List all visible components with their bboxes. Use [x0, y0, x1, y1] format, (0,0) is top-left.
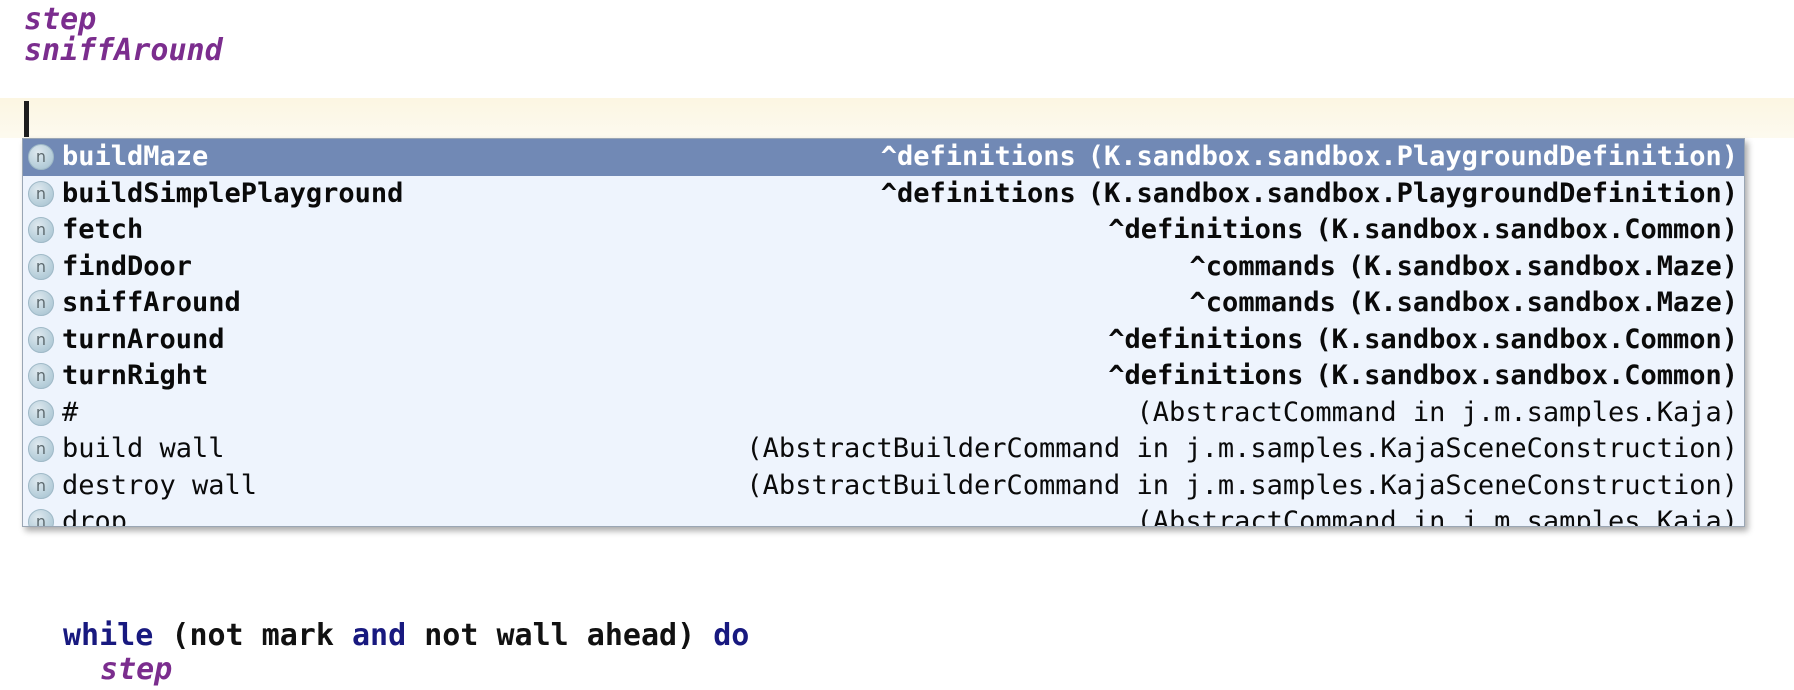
code-below-1-token-0: step — [100, 652, 173, 687]
completion-item-owner: (K.sandbox.sandbox.Common) — [1315, 214, 1738, 245]
method-icon: n — [28, 399, 54, 426]
method-icon: n — [28, 290, 54, 317]
text-caret — [24, 101, 29, 137]
method-icon: n — [28, 326, 54, 353]
completion-item-owner: (AbstractCommand in j.m.samples.Kaja) — [1136, 506, 1738, 527]
completion-item-owner: (K.sandbox.sandbox.Maze) — [1347, 287, 1738, 318]
completion-item-name: # — [62, 396, 79, 428]
completion-item-scope: ^definitions — [1108, 323, 1304, 355]
completion-item-owner: (K.sandbox.sandbox.Common) — [1315, 360, 1738, 391]
completion-item-scope: ^definitions — [880, 141, 1076, 172]
code-below-0-token-0: while — [63, 618, 154, 653]
code-below-0-token-4: and — [352, 618, 407, 653]
completion-item[interactable]: n buildMaze ^definitions (K.sandbox.sandbox… — [23, 139, 1744, 176]
method-icon: n — [28, 217, 54, 244]
method-icon: n — [28, 180, 54, 207]
completion-item-name: turnRight — [62, 360, 209, 391]
completion-item[interactable]: n destroy wall (AbstractBuilderCommand in … — [23, 468, 1744, 505]
method-icon: n — [28, 436, 54, 463]
completion-item-owner: (K.sandbox.sandbox.Maze) — [1347, 250, 1738, 282]
code-below-0-token-2: not mark — [189, 618, 334, 653]
completion-popup[interactable]: n buildMaze ^definitions (K.sandbox.sandbox… — [22, 138, 1745, 527]
completion-item-name: drop — [62, 506, 128, 527]
method-icon: n — [28, 472, 54, 499]
completion-item-name: sniffAround — [62, 287, 241, 318]
code-below-0-token-5 — [406, 618, 424, 653]
completion-item[interactable]: n findDoor ^commands (K.sandbox.sandbox.Maz… — [23, 249, 1744, 286]
method-icon: n — [28, 509, 54, 526]
code-below-0-token-7: ) — [677, 618, 714, 653]
completion-item-name: destroy wall — [62, 469, 258, 501]
completion-item-name: buildMaze — [62, 141, 209, 172]
code-above-1-token-0: sniffAround — [24, 33, 223, 68]
code-line-step-body: step — [100, 652, 172, 687]
completion-item-name: turnAround — [62, 323, 225, 355]
current-line-highlight — [0, 98, 1794, 138]
completion-item-scope: ^commands — [1189, 250, 1336, 282]
completion-item-owner: (AbstractBuilderCommand in j.m.samples.K… — [746, 469, 1738, 501]
completion-item-name: buildSimplePlayground — [62, 177, 404, 209]
completion-item-scope: ^commands — [1189, 287, 1336, 318]
method-icon: n — [28, 363, 54, 390]
completion-item[interactable]: n sniffAround ^commands (K.sandbox.sandbox.… — [23, 285, 1744, 322]
code-line-sniffaround: sniffAround — [24, 33, 223, 68]
code-line-step: step — [24, 2, 96, 37]
completion-item-scope: ^definitions — [880, 177, 1076, 209]
completion-item-owner: (K.sandbox.sandbox.PlaygroundDefinition) — [1087, 177, 1738, 209]
completion-item-owner: (AbstractBuilderCommand in j.m.samples.K… — [746, 433, 1738, 464]
code-line-while: while (not mark and not wall ahead) do — [63, 618, 749, 653]
method-icon: n — [28, 253, 54, 280]
completion-list[interactable]: n buildMaze ^definitions (K.sandbox.sandbox… — [23, 139, 1744, 527]
completion-item-owner: (K.sandbox.sandbox.Common) — [1315, 323, 1738, 355]
code-below-0-token-6: not wall ahead — [424, 618, 678, 653]
completion-item-name: build wall — [62, 433, 225, 464]
code-below-0-token-1: ( — [153, 618, 190, 653]
completion-item[interactable]: n turnRight ^definitions (K.sandbox.sandbox… — [23, 358, 1744, 395]
completion-item-scope: ^definitions — [1108, 214, 1304, 245]
code-above-0-token-0: step — [24, 2, 97, 37]
code-below-0-token-3 — [334, 618, 352, 653]
completion-item-name: fetch — [62, 214, 144, 245]
completion-item-owner: (K.sandbox.sandbox.PlaygroundDefinition) — [1087, 141, 1738, 172]
completion-item-name: findDoor — [62, 250, 193, 282]
method-icon: n — [28, 144, 54, 171]
completion-item[interactable]: n # (AbstractCommand in j.m.samples.Kaja) — [23, 395, 1744, 432]
completion-item-scope: ^definitions — [1108, 360, 1304, 391]
completion-item-owner: (AbstractCommand in j.m.samples.Kaja) — [1136, 396, 1738, 428]
completion-item[interactable]: n turnAround ^definitions (K.sandbox.sandbo… — [23, 322, 1744, 359]
completion-item[interactable]: n build wall (AbstractBuilderCommand in j.… — [23, 431, 1744, 468]
completion-item[interactable]: n buildSimplePlayground ^definitions (K.san… — [23, 176, 1744, 213]
code-below-0-token-8: do — [713, 618, 750, 653]
